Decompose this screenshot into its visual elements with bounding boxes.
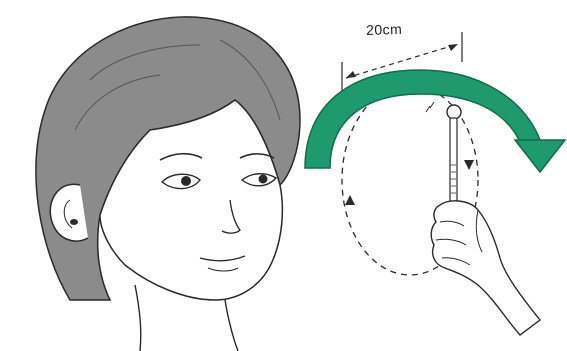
measurement-label: 20cm: [366, 19, 427, 39]
head-profile-drawing: [36, 17, 300, 351]
